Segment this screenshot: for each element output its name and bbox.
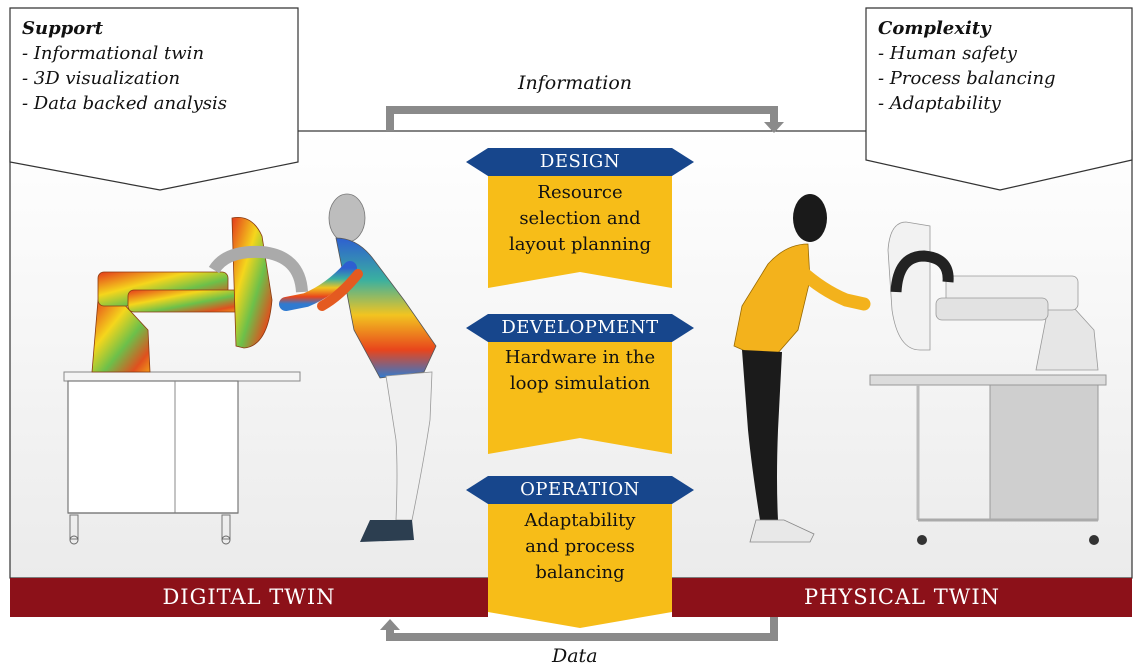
complexity-callout: Complexity - Human safety - Process bala… (878, 16, 1128, 116)
operation-title-bar (466, 476, 694, 504)
phase-operation-body: Adaptability and process balancing (488, 508, 672, 586)
information-label: Information (518, 72, 633, 94)
phase-line: and process (525, 536, 635, 557)
data-arrow (386, 617, 778, 641)
phase-line: balancing (535, 562, 625, 583)
digital-twin-bar (10, 578, 488, 617)
development-body (488, 340, 672, 454)
support-title: Support (22, 18, 104, 39)
physical-robot-illustration (887, 221, 1099, 371)
data-arrowhead (380, 619, 400, 630)
digital-table-illustration (63, 371, 301, 545)
digital-twin-label: DIGITAL TWIN (162, 585, 336, 609)
development-title-bar (466, 314, 694, 342)
complexity-callout-shape (865, 7, 1133, 191)
complexity-item: - Adaptability (878, 93, 1001, 114)
physical-human-illustration (733, 194, 871, 543)
support-item: - 3D visualization (22, 68, 181, 89)
phase-line: selection and (519, 208, 641, 229)
physical-twin-label: PHYSICAL TWIN (803, 585, 1001, 609)
phase-line: loop simulation (509, 373, 651, 394)
design-title-bar (466, 148, 694, 176)
complexity-item: - Process balancing (878, 68, 1056, 89)
physical-table-illustration (869, 374, 1107, 545)
phase-development-title: DEVELOPMENT (501, 317, 659, 338)
support-item: - Informational twin (22, 43, 205, 64)
phase-line: Adaptability (524, 510, 636, 531)
phase-line: layout planning (508, 234, 652, 255)
support-item: - Data backed analysis (22, 93, 228, 114)
complexity-item: - Human safety (878, 43, 1017, 64)
physical-twin-bar (672, 578, 1132, 617)
information-arrowhead (764, 122, 784, 133)
digital-human-illustration (279, 193, 437, 542)
phase-development-body: Hardware in the loop simulation (488, 345, 672, 397)
phase-design-body: Resource selection and layout planning (488, 180, 672, 258)
phase-line: Hardware in the (504, 347, 656, 368)
operation-body (488, 498, 672, 628)
phase-operation-title: OPERATION (520, 479, 640, 500)
support-callout-shape (9, 7, 299, 191)
design-body (488, 174, 672, 288)
information-arrow (386, 106, 778, 131)
digital-robot-illustration (91, 217, 308, 373)
phase-design-title: DESIGN (539, 151, 621, 172)
support-callout: Support - Informational twin - 3D visual… (22, 16, 292, 116)
data-label: Data (552, 645, 598, 667)
phase-line: Resource (537, 182, 623, 203)
complexity-title: Complexity (878, 18, 991, 39)
